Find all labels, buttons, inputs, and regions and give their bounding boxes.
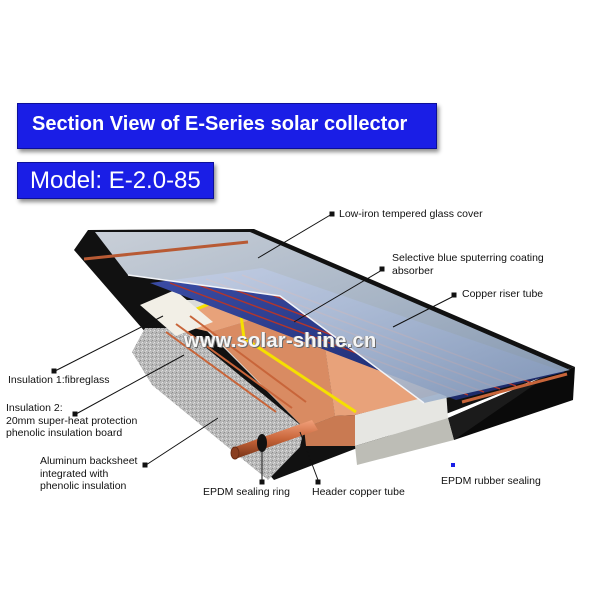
label-insulation-1-text: Insulation 1:fibreglass [8,374,110,386]
phenolic-insulation-board [168,292,446,416]
copper-tubes [165,315,307,413]
model-banner: Model: E-2.0-85 [17,162,214,199]
phenolic-insulation-edge [304,415,355,446]
label-insulation-2-line2: 20mm super-heat protection [6,414,138,427]
label-epdm-ring: EPDM sealing ring [203,486,290,499]
epdm-rubber-marker [451,463,455,467]
glass-cover [95,232,570,403]
label-riser-tube: Copper riser tube [462,288,543,301]
label-insulation-1: Insulation 1:fibreglass [8,374,110,387]
glass-cover-edge [127,274,425,404]
label-glass-cover-text: Low-iron tempered glass cover [339,208,483,220]
diagram-title: Section View of E-Series solar collector [32,113,408,135]
label-backsheet-line1: Aluminum backsheet [40,455,138,467]
label-insulation-2-line3: phenolic insulation board [6,427,123,439]
label-epdm-rubber: EPDM rubber sealing [441,475,541,488]
frame-side-shadow [355,418,454,465]
label-backsheet: Aluminum backsheet integrated with pheno… [40,455,137,493]
label-insulation-2: Insulation 2: 20mm super-heat protection… [6,402,137,440]
label-insulation-2-line1: Insulation 2: [6,402,63,414]
model-label: Model: E-2.0-85 [30,167,201,194]
epdm-sealing-ring [257,434,267,452]
right-header-tube [461,372,568,404]
header-copper-tube [230,420,318,460]
title-banner: Section View of E-Series solar collector [17,103,437,149]
leader-lines [51,211,457,485]
label-absorber-line2: absorber [392,264,434,277]
label-backsheet-line2: integrated with [40,467,109,480]
label-header-tube: Header copper tube [312,486,405,499]
label-header-tube-text: Header copper tube [312,486,405,498]
label-backsheet-line3: phenolic insulation [40,480,127,492]
label-absorber-line1: Selective blue sputerring coating [392,252,544,264]
top-header-tube [83,240,249,261]
fibreglass-insulation [140,290,213,336]
label-epdm-ring-text: EPDM sealing ring [203,486,290,498]
label-epdm-rubber-text: EPDM rubber sealing [441,475,541,487]
label-riser-tube-text: Copper riser tube [462,288,544,300]
frame-side-wall [355,390,448,446]
watermark: www.solar-shine.cn [184,330,377,352]
label-glass-cover: Low-iron tempered glass cover [339,208,483,221]
label-absorber: Selective blue sputerring coating absorb… [392,252,544,277]
